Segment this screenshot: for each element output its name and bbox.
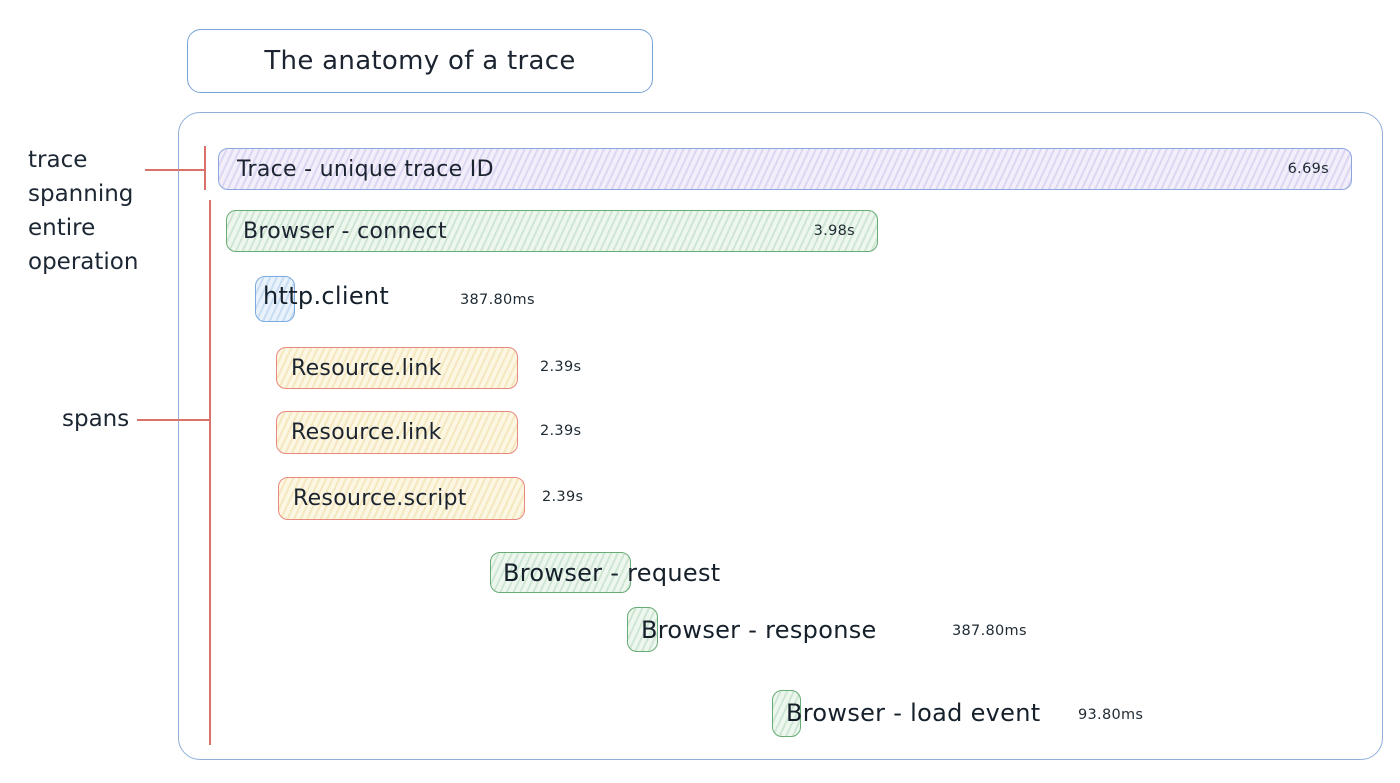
span-label-http-client: http.client bbox=[263, 282, 390, 310]
span-label-browser-request: Browser - request bbox=[503, 559, 721, 587]
span-duration-browser-connect: 3.98s bbox=[813, 223, 855, 239]
trace-outer-container bbox=[178, 112, 1383, 760]
trace-annotation-label: trace spanning entire operation bbox=[28, 147, 139, 275]
title-box: The anatomy of a trace bbox=[187, 29, 653, 93]
span-duration-resource-link-1: 2.39s bbox=[540, 359, 582, 375]
span-label-browser-response: Browser - response bbox=[641, 616, 877, 644]
span-bar-resource-script: Resource.script bbox=[278, 477, 525, 520]
trace-pointer-line bbox=[145, 169, 205, 171]
span-duration-trace: 6.69s bbox=[1287, 161, 1329, 177]
span-bar-resource-link-1: Resource.link bbox=[276, 347, 518, 389]
span-duration-http-client: 387.80ms bbox=[460, 292, 535, 308]
span-label-resource-link-1: Resource.link bbox=[291, 355, 442, 381]
trace-pointer-tick bbox=[204, 146, 206, 190]
span-bar-browser-connect: Browser - connect 3.98s bbox=[226, 210, 878, 252]
span-label-browser-connect: Browser - connect bbox=[243, 218, 447, 244]
span-bar-browser-request bbox=[490, 552, 631, 593]
span-label-resource-script: Resource.script bbox=[293, 486, 467, 511]
span-bar-http-client bbox=[255, 276, 295, 322]
span-label-trace: Trace - unique trace ID bbox=[237, 156, 494, 182]
diagram-title: The anatomy of a trace bbox=[264, 46, 576, 76]
span-duration-browser-response: 387.80ms bbox=[952, 623, 1027, 639]
spans-annotation-label: spans bbox=[62, 406, 130, 432]
span-bar-resource-link-2: Resource.link bbox=[276, 411, 518, 454]
spans-bracket-line bbox=[209, 200, 211, 745]
span-duration-browser-load-event: 93.80ms bbox=[1078, 707, 1144, 723]
spans-pointer-line bbox=[137, 419, 210, 421]
span-duration-resource-script: 2.39s bbox=[542, 489, 584, 505]
span-label-browser-load-event: Browser - load event bbox=[786, 699, 1041, 727]
span-duration-resource-link-2: 2.39s bbox=[540, 423, 582, 439]
span-bar-browser-load-event bbox=[772, 690, 801, 737]
span-bar-browser-response bbox=[627, 607, 658, 652]
span-bar-trace: Trace - unique trace ID 6.69s bbox=[218, 148, 1352, 190]
span-label-resource-link-2: Resource.link bbox=[291, 420, 442, 445]
